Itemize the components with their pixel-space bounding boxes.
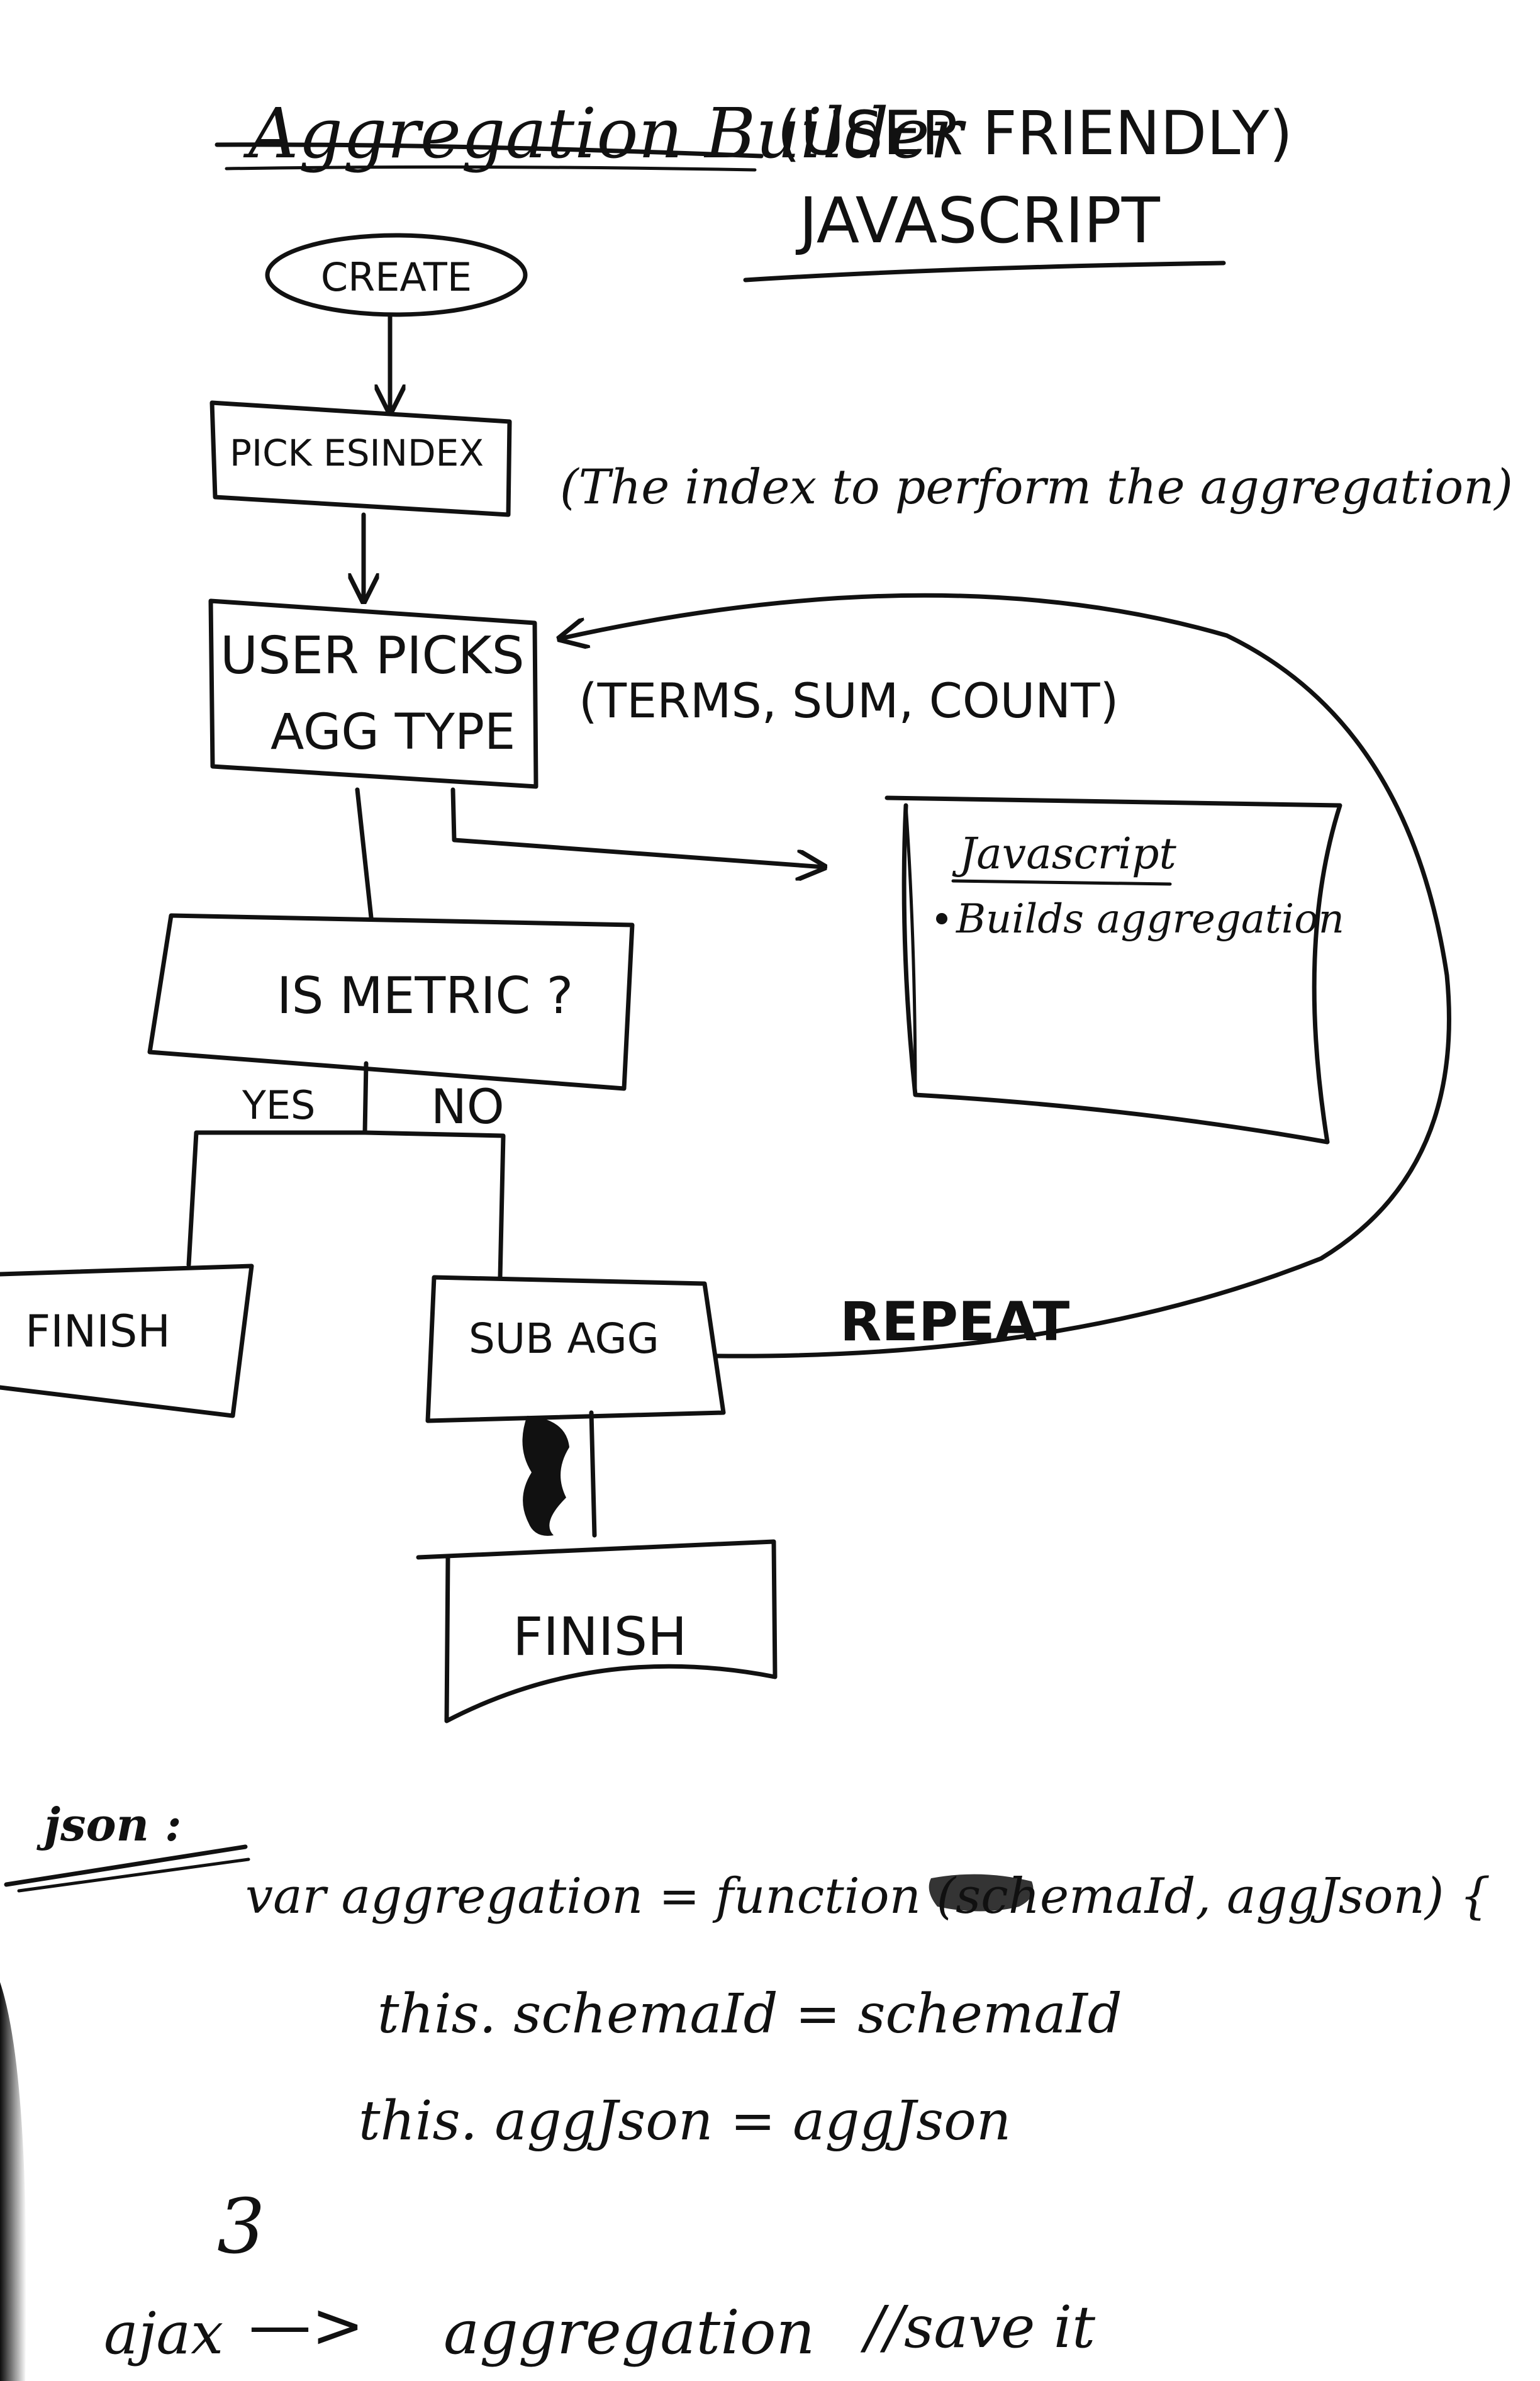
pick-index-label: PICK ESINDEX	[230, 432, 484, 474]
code-label: json :	[36, 1798, 182, 1851]
finish-left-box	[0, 1263, 254, 1418]
decision-label: IS METRIC ?	[277, 966, 573, 1025]
note-card-outline	[884, 795, 1342, 1145]
code-line4-comment: //save it	[860, 2294, 1096, 2361]
finish-bottom-node: FINISH	[416, 1539, 778, 1723]
code-section: json : var aggregation = function (schem…	[4, 1798, 1491, 2368]
decision-node: IS METRIC ?	[147, 913, 635, 1091]
yes-label: YES	[242, 1082, 315, 1128]
repeat-loop	[560, 593, 1451, 1359]
note-card-bullet: Builds aggregation	[956, 896, 1344, 943]
code-line3: this. aggJson = aggJson	[359, 2090, 1011, 2153]
code-line2: this. schemaId = schemaId	[377, 1983, 1122, 2046]
connector-decision-split	[362, 1061, 369, 1135]
connector-sub-to-finish	[589, 1410, 597, 1538]
finish-bottom-label: FINISH	[513, 1606, 687, 1667]
scribble-mark	[522, 1416, 569, 1536]
note-card-heading: Javascript	[952, 829, 1177, 879]
code-label-underline-2	[17, 1857, 250, 1893]
diagram-subtitle: (USER FRIENDLY)	[777, 98, 1293, 169]
diagram-title: Aggregation Builder	[243, 93, 967, 174]
struck-param-scribble	[929, 1874, 1034, 1912]
step-number: 3	[217, 2183, 265, 2271]
sub-agg-box	[425, 1275, 726, 1423]
pick-index-box	[209, 400, 512, 517]
user-picks-node: USER PICKS AGG TYPE (TERMS, SUM, COUNT)	[208, 598, 1119, 789]
code-line4-left: ajax	[104, 2300, 223, 2367]
decision-box	[147, 913, 635, 1091]
branch-no	[362, 1130, 506, 1280]
repeat-label: REPEAT	[840, 1291, 1070, 1353]
code-label-underline	[4, 1844, 248, 1887]
create-node: CREATE	[265, 233, 528, 317]
sub-agg-label: SUB AGG	[469, 1314, 659, 1363]
code-line1: var aggregation = function (schemaId, ag…	[245, 1868, 1491, 1925]
javascript-note-card: Javascript Builds aggregation	[884, 795, 1344, 1145]
note-card-heading-underline	[951, 879, 1172, 886]
bullet-dot	[936, 913, 947, 924]
user-picks-label-line1: USER PICKS	[220, 626, 525, 686]
language-label: JAVASCRIPT	[795, 184, 1161, 257]
user-picks-box	[208, 598, 538, 789]
code-line1-suffix: , aggJson) {	[1195, 1868, 1490, 1925]
no-label: NO	[431, 1078, 505, 1134]
branch-yes	[186, 1130, 367, 1267]
pick-index-note: (The index to perform the aggregation)	[560, 459, 1513, 515]
pick-index-node: PICK ESINDEX (The index to perform the a…	[209, 400, 1513, 517]
finish-bottom-box	[416, 1539, 778, 1723]
create-label: CREATE	[321, 254, 472, 300]
photo-edge-shadow	[0, 1982, 26, 2381]
sub-agg-node: SUB AGG	[425, 1275, 726, 1423]
connector-user-to-decision	[355, 787, 374, 920]
create-ellipse	[265, 233, 528, 317]
code-line1-prefix: var aggregation = function (	[245, 1868, 957, 1925]
arrow-user-to-card	[450, 787, 824, 867]
agg-types-note: (TERMS, SUM, COUNT)	[579, 673, 1119, 729]
code-line4-right: aggregation	[444, 2297, 815, 2368]
title-underline	[215, 142, 764, 159]
code-line4-arrow: —>	[248, 2289, 364, 2362]
title-underline-2	[225, 165, 757, 172]
finish-left-node: FINISH	[0, 1263, 254, 1418]
language-underline	[743, 261, 1226, 283]
user-picks-label-line2: AGG TYPE	[271, 704, 515, 761]
finish-left-label: FINISH	[25, 1306, 170, 1357]
note-card-curl	[904, 804, 917, 1097]
header: Aggregation Builder (USER FRIENDLY) JAVA…	[215, 93, 1293, 283]
